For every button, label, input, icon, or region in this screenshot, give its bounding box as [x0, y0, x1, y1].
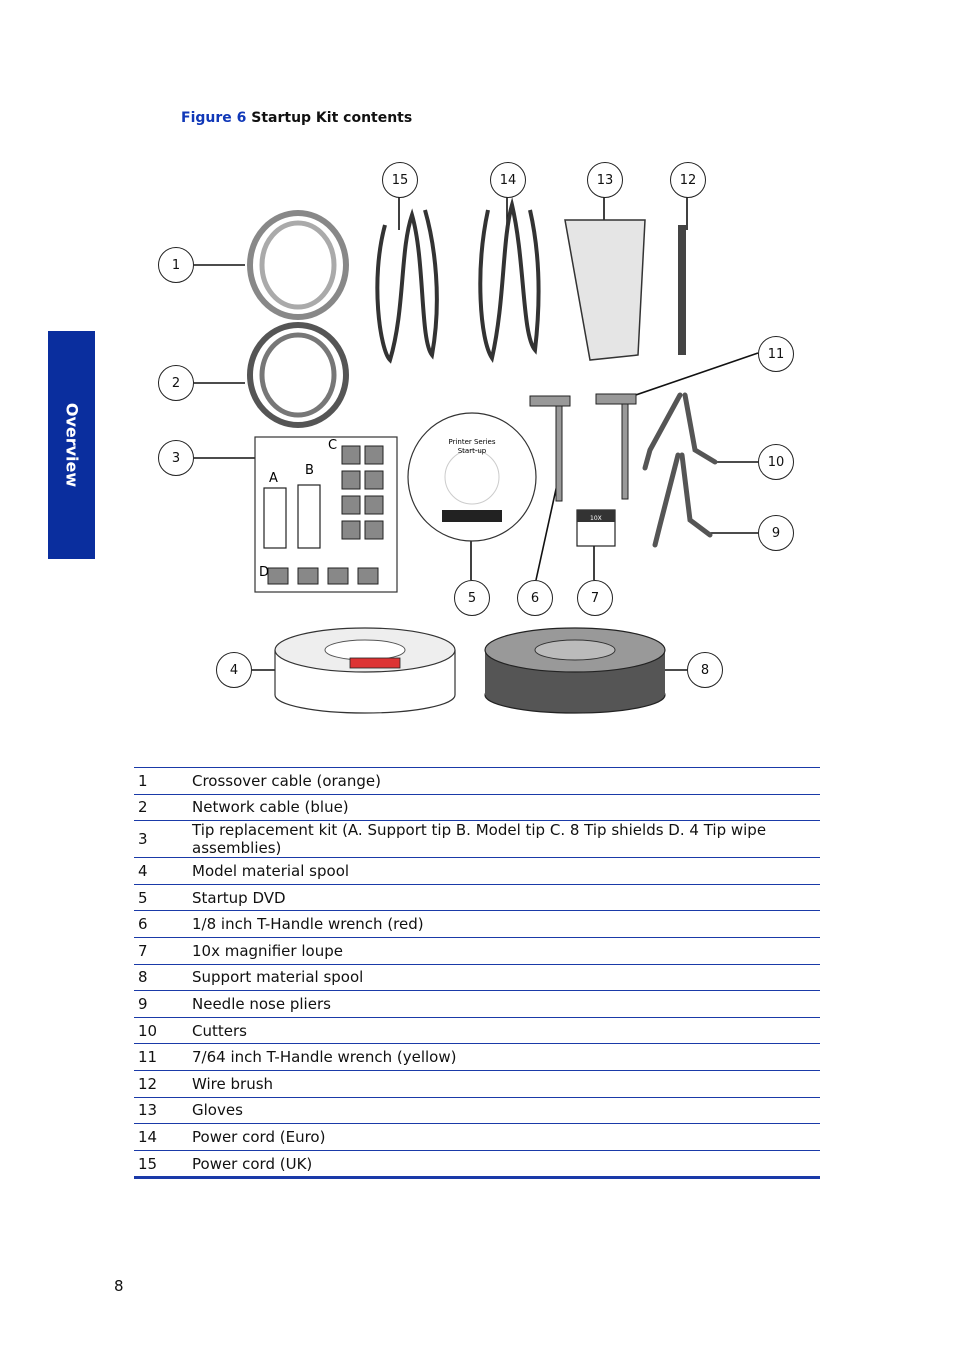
part-description: Power cord (UK): [188, 1150, 820, 1180]
part-number: 3: [134, 820, 188, 859]
callout-15: 15: [382, 162, 418, 198]
part-description: Wire brush: [188, 1070, 820, 1098]
callout-14: 14: [490, 162, 526, 198]
callout-2: 2: [158, 365, 194, 401]
callout-6: 6: [517, 580, 553, 616]
callout-7: 7: [577, 580, 613, 616]
part-description: Network cable (blue): [188, 794, 820, 822]
part-description: Support material spool: [188, 964, 820, 992]
part-description: 7/64 inch T-Handle wrench (yellow): [188, 1043, 820, 1071]
kit-drawing: C A B D Printer Series Start-up 10X: [194, 197, 759, 714]
figure-title: Startup Kit contents: [251, 110, 413, 126]
part-number: 8: [134, 964, 188, 992]
part-description: Power cord (Euro): [188, 1123, 820, 1151]
part-number: 13: [134, 1097, 188, 1125]
part-number: 15: [134, 1150, 188, 1180]
part-number: 5: [134, 884, 188, 912]
kit-letter-c: C: [328, 438, 337, 453]
page-number: 8: [114, 1277, 124, 1295]
kit-letter-d: D: [259, 565, 269, 580]
part-number: 12: [134, 1070, 188, 1098]
part-number: 7: [134, 937, 188, 965]
figure-number: Figure 6: [181, 110, 247, 126]
callout-1: 1: [158, 247, 194, 283]
part-number: 1: [134, 767, 188, 795]
callout-5: 5: [454, 580, 490, 616]
part-description: Gloves: [188, 1097, 820, 1125]
section-tab-label: Overview: [62, 402, 81, 488]
part-number: 14: [134, 1123, 188, 1151]
figure-caption: Figure 6 Startup Kit contents: [181, 110, 412, 126]
part-number: 4: [134, 857, 188, 885]
part-description: Crossover cable (orange): [188, 767, 820, 795]
kit-letter-b: B: [305, 463, 314, 478]
part-description: Tip replacement kit (A. Support tip B. M…: [188, 820, 820, 859]
part-number: 10: [134, 1017, 188, 1045]
part-number: 11: [134, 1043, 188, 1071]
callout-3: 3: [158, 440, 194, 476]
part-description: Startup DVD: [188, 884, 820, 912]
callout-9: 9: [758, 515, 794, 551]
part-description: 1/8 inch T-Handle wrench (red): [188, 910, 820, 938]
callout-12: 12: [670, 162, 706, 198]
callout-11: 11: [758, 336, 794, 372]
loupe-label: 10X: [590, 515, 602, 522]
startup-kit-illustration: C A B D Printer Series Start-up 10X: [150, 150, 830, 730]
dvd-label-line1: Printer Series: [448, 438, 495, 446]
callout-4: 4: [216, 652, 252, 688]
callout-8: 8: [687, 652, 723, 688]
callout-10: 10: [758, 444, 794, 480]
section-tab: Overview: [48, 331, 95, 559]
part-description: Needle nose pliers: [188, 990, 820, 1018]
callout-13: 13: [587, 162, 623, 198]
dvd-label-line2: Start-up: [458, 447, 487, 455]
part-number: 2: [134, 794, 188, 822]
kit-letter-a: A: [269, 471, 278, 486]
part-number: 9: [134, 990, 188, 1018]
part-description: Model material spool: [188, 857, 820, 885]
part-description: 10x magnifier loupe: [188, 937, 820, 965]
part-description: Cutters: [188, 1017, 820, 1045]
part-number: 6: [134, 910, 188, 938]
